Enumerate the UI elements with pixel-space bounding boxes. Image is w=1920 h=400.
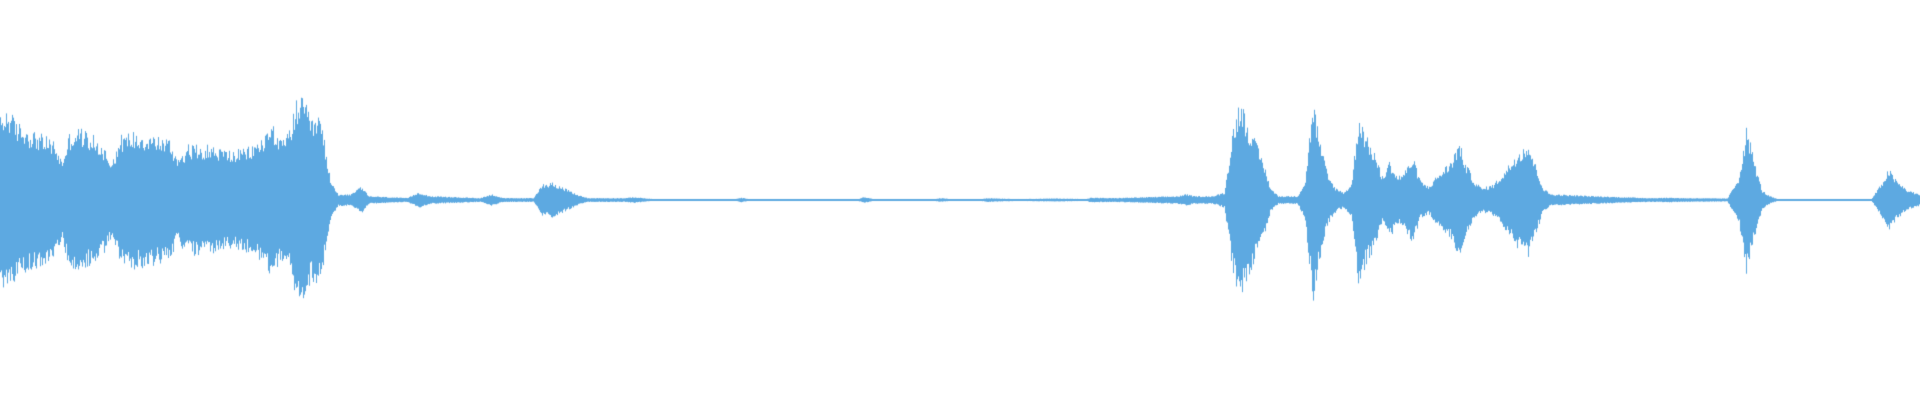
waveform-canvas [0, 0, 1920, 400]
